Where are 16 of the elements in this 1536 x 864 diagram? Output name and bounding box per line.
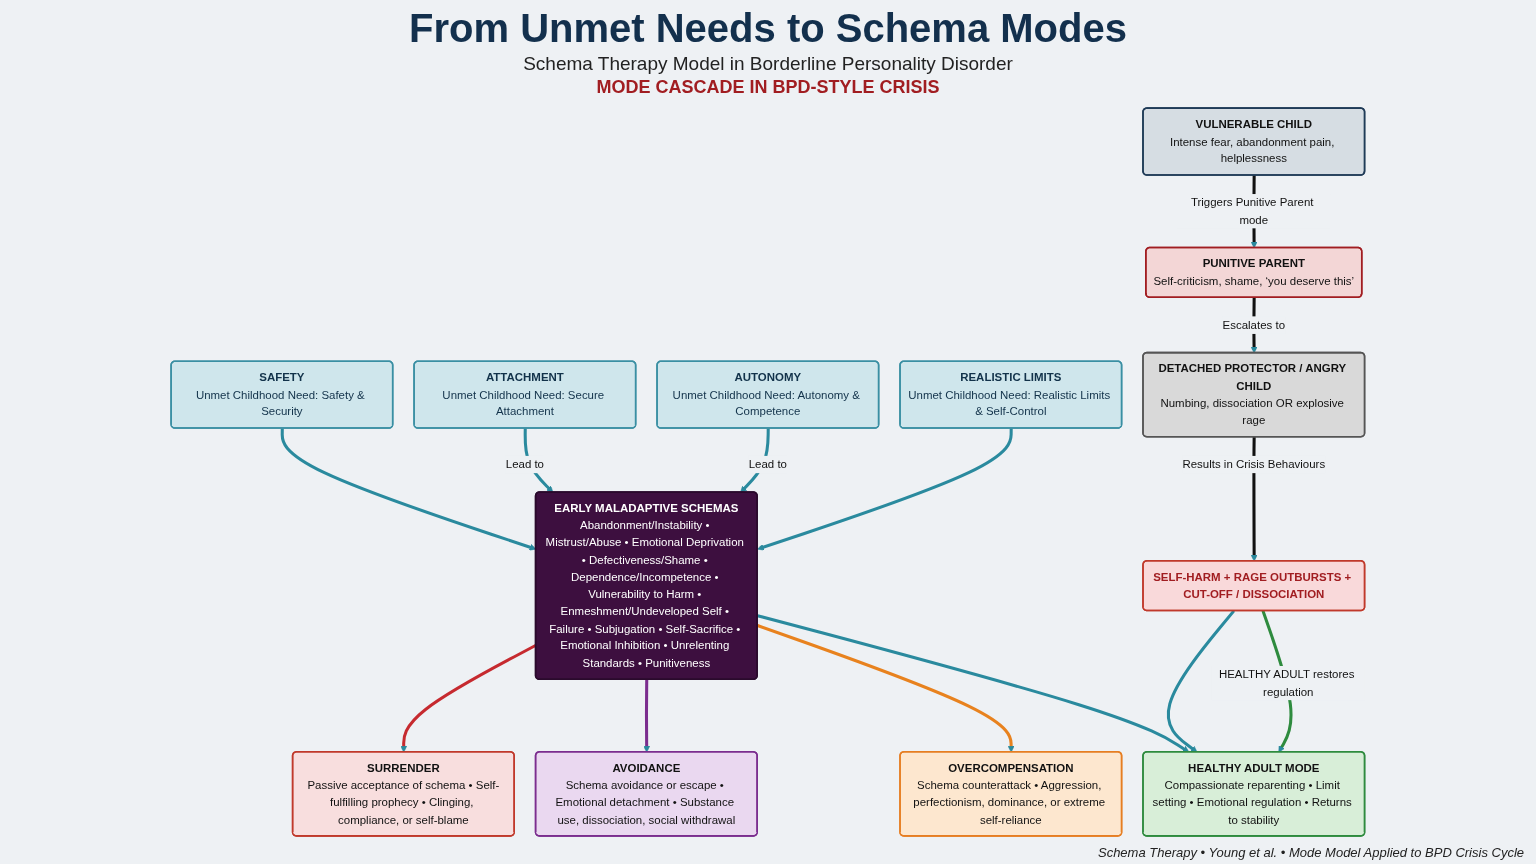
edge-label: Escalates to — [1222, 317, 1286, 331]
title: From Unmet Needs to Schema Modes — [409, 6, 1127, 51]
edge-label: Triggers Punitive Parent mode — [1191, 195, 1314, 226]
section-heading: MODE CASCADE IN BPD-STYLE CRISIS — [596, 77, 940, 98]
edge-label: Lead to — [748, 457, 788, 471]
arrow — [1250, 437, 1258, 562]
arrow — [757, 624, 1015, 753]
edge-label: HEALTHY ADULT restores regulation — [1219, 667, 1355, 698]
subtitle: Schema Therapy Model in Borderline Personality Disorder — [523, 53, 1013, 75]
edge-label: Lead to — [505, 457, 545, 471]
arrow — [1166, 609, 1236, 753]
arrow — [643, 679, 651, 753]
arrow — [757, 614, 1190, 753]
edge-label: Results in Crisis Behaviours — [1182, 457, 1326, 471]
caption: Schema Therapy • Young et al. • Mode Model Applied to BPD Crisis Cycle — [1097, 845, 1524, 860]
arrow — [757, 428, 1013, 551]
